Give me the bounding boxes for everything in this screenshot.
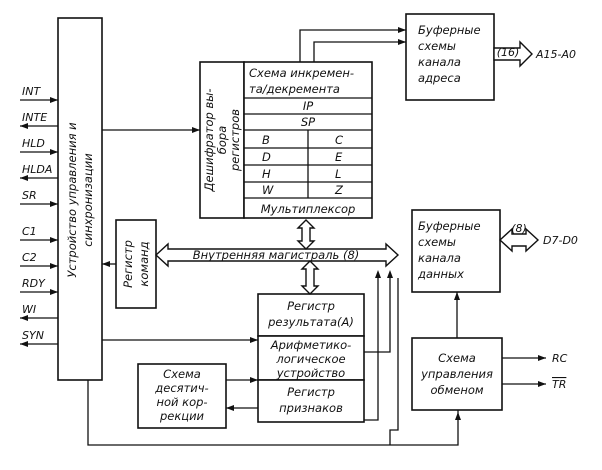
data-buffer-label-1: Буферные xyxy=(418,219,481,233)
register-h: H xyxy=(262,167,271,181)
register-sp: SP xyxy=(301,115,315,129)
signal-syn: SYN xyxy=(22,329,44,342)
alu-bus-link xyxy=(300,260,320,295)
control-output-rc: RC xyxy=(552,352,568,365)
data-buffer-block: Буферные схемы канала данных xyxy=(411,209,501,293)
alu-stack-block: Регистр результата(А) Арифметико- логиче… xyxy=(257,293,365,423)
register-z: Z xyxy=(334,183,344,197)
control-output-tr: TR xyxy=(552,378,566,391)
data-bus-width: (8) xyxy=(511,222,527,235)
decoder-label-2: бора xyxy=(215,126,229,154)
internal-bus-label: Внутренняя магистраль (8) xyxy=(193,248,360,262)
address-buffer-label-3: канала xyxy=(418,55,461,69)
control-unit-block: Устройство управления и синхронизации xyxy=(57,17,103,381)
address-buffer-label-2: схемы xyxy=(418,39,456,53)
address-buffer-block: Буферные схемы канала адреса xyxy=(405,13,495,101)
alu-label-2: логическое xyxy=(275,352,345,366)
register-d: D xyxy=(262,150,271,164)
flags-register-label-1: Регистр xyxy=(287,385,335,399)
internal-bus: Внутренняя магистраль (8) xyxy=(154,242,400,268)
exchange-control-label-1: Схема xyxy=(438,351,476,365)
left-signals: INT INTE HLD HLDA SR C1 C2 RDY WI xyxy=(20,85,58,347)
signal-inte: INTE xyxy=(22,111,47,124)
signal-wi: WI xyxy=(22,303,36,316)
signal-hld: HLD xyxy=(22,137,45,150)
register-l: L xyxy=(335,167,341,181)
register-c: C xyxy=(335,133,343,147)
wires xyxy=(87,27,546,446)
address-bus-output: (16) A15-A0 xyxy=(493,40,576,68)
register-e: E xyxy=(335,150,343,164)
regfile-bus-link xyxy=(296,219,316,250)
address-buffer-label-1: Буферные xyxy=(418,23,481,37)
flags-register-label-2: признаков xyxy=(279,401,343,415)
exchange-control-label-3: обменом xyxy=(430,383,483,397)
decimal-correction-label-2: десятич- xyxy=(154,381,208,395)
signal-rdy: RDY xyxy=(22,277,46,290)
address-bus-width: (16) xyxy=(497,46,520,59)
signal-c1: C1 xyxy=(22,225,37,238)
instruction-register-block: Регистр команд xyxy=(115,219,157,309)
signal-hlda: HLDA xyxy=(22,163,52,176)
decimal-correction-block: Схема десятич- ной кор- рекции xyxy=(137,363,227,429)
control-unit-label-1: Устройство управления и xyxy=(65,122,79,278)
signal-c2: C2 xyxy=(22,251,37,264)
data-bus-name: D7-D0 xyxy=(543,234,578,247)
decoder-label-1: Дешифратор вы- xyxy=(202,89,216,193)
register-w: W xyxy=(262,183,274,197)
incdec-label-1: Схема инкремен- xyxy=(249,66,354,80)
decimal-correction-label-4: рекции xyxy=(159,409,205,423)
incdec-label-2: та/декремента xyxy=(249,82,340,96)
decoder-label-3: регистров xyxy=(228,109,242,172)
instruction-register-label-1: Регистр xyxy=(121,240,135,288)
signal-sr: SR xyxy=(22,189,37,202)
exchange-control-block: Схема управления обменом xyxy=(411,337,503,411)
alu-label-1: Арифметико- xyxy=(270,338,352,352)
exchange-control-label-2: управления xyxy=(420,367,493,381)
instruction-register-label-2: команд xyxy=(137,241,151,286)
result-register-label-1: Регистр xyxy=(287,299,335,313)
decimal-correction-label-3: ной кор- xyxy=(156,395,207,409)
register-decoder-block: Дешифратор вы- бора регистров xyxy=(199,61,245,219)
register-ip: IP xyxy=(303,99,313,113)
register-file-block: Схема инкремен- та/декремента IP SP B C … xyxy=(243,61,373,219)
data-buffer-label-3: канала xyxy=(418,251,461,265)
decimal-correction-label-1: Схема xyxy=(163,367,201,381)
signal-int: INT xyxy=(22,85,41,98)
register-b: B xyxy=(262,133,270,147)
data-buffer-label-4: данных xyxy=(417,267,464,281)
address-buffer-label-4: адреса xyxy=(418,71,461,85)
data-buffer-label-2: схемы xyxy=(418,235,456,249)
address-bus-name: A15-A0 xyxy=(535,48,576,61)
multiplexer-label: Мультиплексор xyxy=(261,202,356,216)
alu-label-3: устройство xyxy=(276,366,345,380)
result-register-label-2: результата(А) xyxy=(267,315,354,329)
data-bus-output: (8) D7-D0 xyxy=(498,222,578,253)
control-unit-label-2: синхронизации xyxy=(81,153,95,247)
